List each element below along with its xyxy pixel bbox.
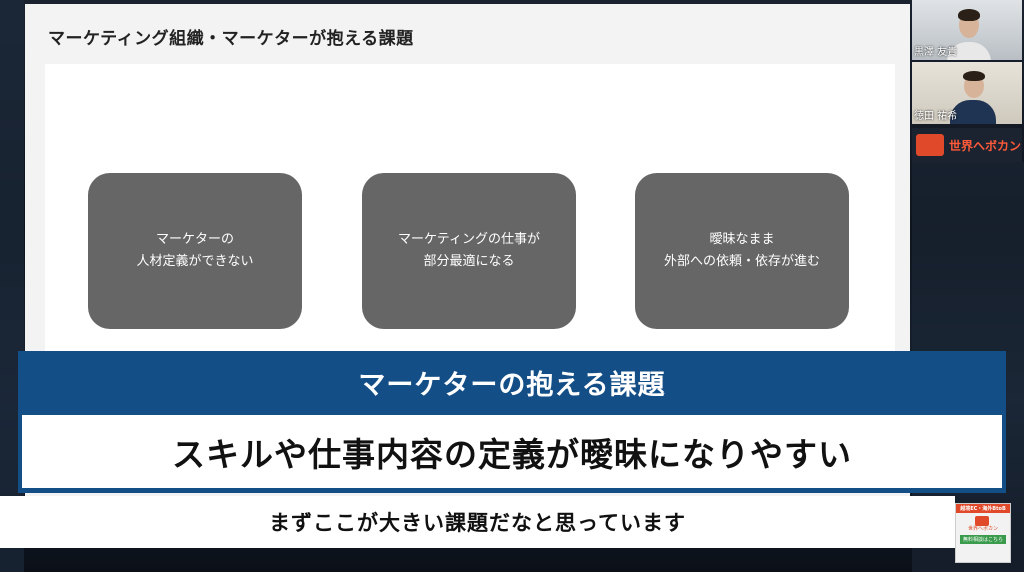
avatar bbox=[947, 42, 991, 60]
participant-video-2[interactable]: 徳田 祐希 bbox=[912, 62, 1022, 124]
avatar bbox=[963, 71, 985, 81]
speech-bubble-icon bbox=[975, 516, 989, 526]
issue-box-line: 曖昧なまま bbox=[709, 232, 775, 247]
participant-video-1[interactable]: 黒澤 友貴 bbox=[912, 0, 1022, 60]
avatar bbox=[958, 9, 980, 21]
ad-top-label: 越境EC・海外BtoB bbox=[956, 504, 1010, 513]
subtitle-caption: まずここが大きい課題だなと思っています bbox=[0, 496, 955, 548]
issue-box-2: マーケティングの仕事が 部分最適になる bbox=[362, 173, 576, 329]
ad-brand: 世界へボカン bbox=[967, 526, 998, 532]
subtitle-text: まずここが大きい課題だなと思っています bbox=[269, 511, 686, 535]
telop-header: マーケターの抱える課題 bbox=[18, 351, 1006, 413]
ad-consult-button[interactable]: 無料相談はこちら bbox=[960, 535, 1006, 544]
issue-box-line: 人材定義ができない bbox=[136, 254, 254, 269]
telop-header-text: マーケターの抱える課題 bbox=[358, 369, 666, 401]
issue-box-line: 部分最適になる bbox=[423, 254, 515, 269]
issue-box-line: 外部への依頼・依存が進む bbox=[663, 254, 820, 269]
telop-body-text: スキルや仕事内容の定義が曖昧になりやすい bbox=[22, 415, 1002, 488]
issue-box-3: 曖昧なまま 外部への依頼・依存が進む bbox=[635, 173, 849, 329]
issue-box-line: マーケターの bbox=[155, 232, 234, 247]
participant-name: 徳田 祐希 bbox=[914, 111, 958, 122]
slide-title: マーケティング組織・マーケターが抱える課題 bbox=[48, 29, 414, 49]
issue-box-1: マーケターの 人材定義ができない bbox=[88, 173, 302, 329]
brand-banner: 世界へボカン bbox=[912, 128, 1022, 162]
ad-banner[interactable]: 越境EC・海外BtoB 世界へボカン 無料相談はこちら bbox=[955, 503, 1011, 563]
issue-box-line: マーケティングの仕事が bbox=[398, 232, 540, 247]
telop-body: スキルや仕事内容の定義が曖昧になりやすい bbox=[18, 413, 1006, 493]
avatar bbox=[950, 100, 996, 124]
brand-name: 世界へボカン bbox=[949, 138, 1022, 153]
participant-name: 黒澤 友貴 bbox=[914, 47, 958, 58]
speech-bubble-icon bbox=[916, 134, 944, 156]
